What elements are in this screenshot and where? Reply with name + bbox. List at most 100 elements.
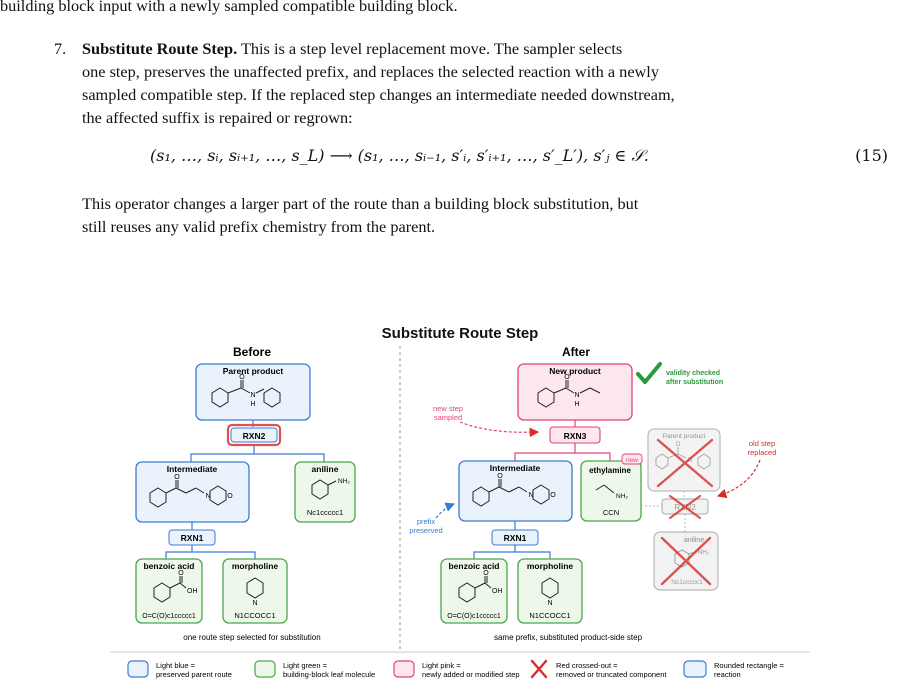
- before-edge-rxn2-children: [190, 453, 325, 462]
- before-intermediate-o: O: [174, 474, 180, 481]
- new-badge-text: new: [626, 457, 638, 464]
- before-benzoic-node: [135, 558, 203, 624]
- before-parent-o: O: [239, 374, 245, 381]
- old-step-note-line2: replaced: [748, 448, 777, 457]
- old-parent-cross-icon: [656, 438, 714, 488]
- old-parent-label: Parent product: [663, 433, 706, 440]
- item-title: Substitute Route Step.: [82, 39, 238, 58]
- legend-pink-swatch: [393, 660, 415, 678]
- after-ethylamine-smiles: CCN: [603, 508, 619, 517]
- before-caption: one route step selected for substitution: [183, 633, 320, 642]
- after-benzoic-structure: [458, 576, 492, 603]
- legend-blue-swatch: [127, 660, 149, 678]
- before-rxn1-label: RXN1: [181, 533, 204, 543]
- after-intermediate-n: N: [528, 492, 533, 499]
- legend-blue-line2: preserved parent route: [156, 670, 232, 679]
- check-icon: [636, 362, 662, 384]
- after-rxn3-label: RXN3: [564, 431, 587, 441]
- after-ethylamine-structure: [595, 484, 615, 494]
- old-rxn2-cross-icon: [668, 494, 702, 520]
- after-morpholine-node: [517, 558, 583, 624]
- item-number: 7.: [54, 39, 67, 58]
- before-morpholine-label: morpholine: [232, 561, 279, 571]
- equation-15: (s₁, …, sᵢ, sᵢ₊₁, …, s_L) ⟶ (s₁, …, sᵢ₋₁…: [150, 146, 910, 170]
- after-heading: After: [562, 345, 590, 359]
- before-morpholine-node: [222, 558, 288, 624]
- before-edge-rxn1-children: [165, 551, 256, 559]
- para2-line-2: still reuses any valid prefix chemistry …: [82, 217, 436, 236]
- before-parent-h: H: [250, 401, 255, 408]
- after-morpholine-smiles: N1CCOCC1: [529, 611, 570, 620]
- before-aniline-node: [294, 461, 356, 523]
- prefix-arrow: [435, 502, 456, 519]
- legend-rect-line1: Rounded rectangle =: [714, 661, 784, 670]
- figure-title: Substitute Route Step: [382, 325, 539, 342]
- after-new-product-label: New product: [549, 366, 601, 376]
- prefix-note-line2: preserved: [409, 526, 442, 535]
- legend-pink-line2: newly added or modified step: [422, 670, 520, 679]
- before-morpholine-n: N: [252, 600, 257, 607]
- after-benzoic-oh: OH: [492, 588, 503, 595]
- old-parent-n: N: [688, 458, 692, 464]
- after-intermediate-structure: [472, 479, 550, 507]
- equation-body: (s₁, …, sᵢ, sᵢ₊₁, …, s_L) ⟶ (s₁, …, sᵢ₋₁…: [150, 146, 649, 165]
- before-aniline-label: aniline: [312, 464, 339, 474]
- after-ethylamine-label: ethylamine: [589, 466, 631, 475]
- item-body-line-2: one step, preserves the unaffected prefi…: [82, 62, 659, 81]
- figure: Substitute Route Step Before Parent prod…: [110, 325, 810, 679]
- after-benzoic-label: benzoic acid: [448, 561, 499, 571]
- after-ethylamine-nh2: NH₂: [616, 493, 628, 500]
- legend-blue-line1: Light blue =: [156, 661, 196, 670]
- before-rxn2-label: RXN2: [243, 431, 266, 441]
- after-intermediate-ring-o: O: [550, 492, 556, 499]
- old-step-note-line1: old step: [749, 439, 775, 448]
- before-benzoic-structure: [153, 576, 187, 603]
- para2-line-1: This operator changes a larger part of t…: [82, 194, 639, 213]
- legend-cross-icon: [530, 659, 548, 679]
- validity-note-line1: validity checked: [666, 370, 720, 377]
- legend-cross-line1: Red crossed-out =: [556, 661, 618, 670]
- legend-rect-swatch: [683, 660, 707, 678]
- old-step-arrow: [716, 459, 761, 499]
- before-intermediate-ring-o: O: [227, 493, 233, 500]
- before-morpholine-smiles: N1CCOCC1: [234, 611, 275, 620]
- after-intermediate-label: Intermediate: [490, 463, 541, 473]
- new-step-note-line1: new step: [433, 404, 463, 413]
- before-intermediate-label: Intermediate: [167, 464, 218, 474]
- before-benzoic-label: benzoic acid: [143, 561, 194, 571]
- equation-number: (15): [855, 146, 888, 165]
- before-benzoic-smiles: O=C(O)c1ccccc1: [142, 613, 196, 620]
- after-morpholine-n: N: [547, 600, 552, 607]
- validity-note-line2: after substitution: [666, 379, 723, 386]
- legend-pink-line1: Light pink =: [422, 661, 461, 670]
- old-aniline-nh2: NH₂: [698, 550, 710, 556]
- new-badge: [621, 453, 643, 465]
- after-edge-rxn3-children: [514, 452, 611, 461]
- old-aniline-smiles: Nc1ccccc1: [671, 579, 703, 586]
- before-morpholine-structure: [246, 577, 264, 599]
- new-step-note-line2: sampled: [434, 413, 462, 422]
- top-line: building block input with a newly sample…: [0, 0, 458, 15]
- old-parent-node: Parent product O N: [647, 428, 721, 492]
- after-benzoic-node: [440, 558, 508, 624]
- after-intermediate-o: O: [497, 473, 503, 480]
- prefix-note-line1: prefix: [417, 517, 436, 526]
- after-rxn1-label: RXN1: [504, 533, 527, 543]
- before-benzoic-o: O: [178, 570, 184, 577]
- legend-cross-line2: removed or truncated component: [556, 670, 667, 679]
- list-item-7: 7. Substitute Route Step. This is a step…: [54, 37, 908, 129]
- new-step-arrow: [459, 421, 540, 438]
- item-body-line-1: This is a step level replacement move. T…: [240, 39, 623, 58]
- legend-rect-line2: reaction: [714, 670, 741, 679]
- legend-green-line2: building-block leaf molecule: [283, 670, 375, 679]
- old-aniline-cross-icon: [660, 536, 712, 586]
- before-benzoic-oh: OH: [187, 588, 198, 595]
- legend-green-line1: Light green =: [283, 661, 328, 670]
- old-aniline-label: aniline: [684, 537, 704, 544]
- after-new-product-h: H: [574, 401, 579, 408]
- before-heading: Before: [233, 345, 271, 359]
- after-caption: same prefix, substituted product-side st…: [494, 633, 643, 642]
- before-intermediate-n: N: [205, 493, 210, 500]
- after-benzoic-smiles: O=C(O)c1ccccc1: [447, 613, 501, 620]
- old-parent-o: O: [676, 442, 681, 448]
